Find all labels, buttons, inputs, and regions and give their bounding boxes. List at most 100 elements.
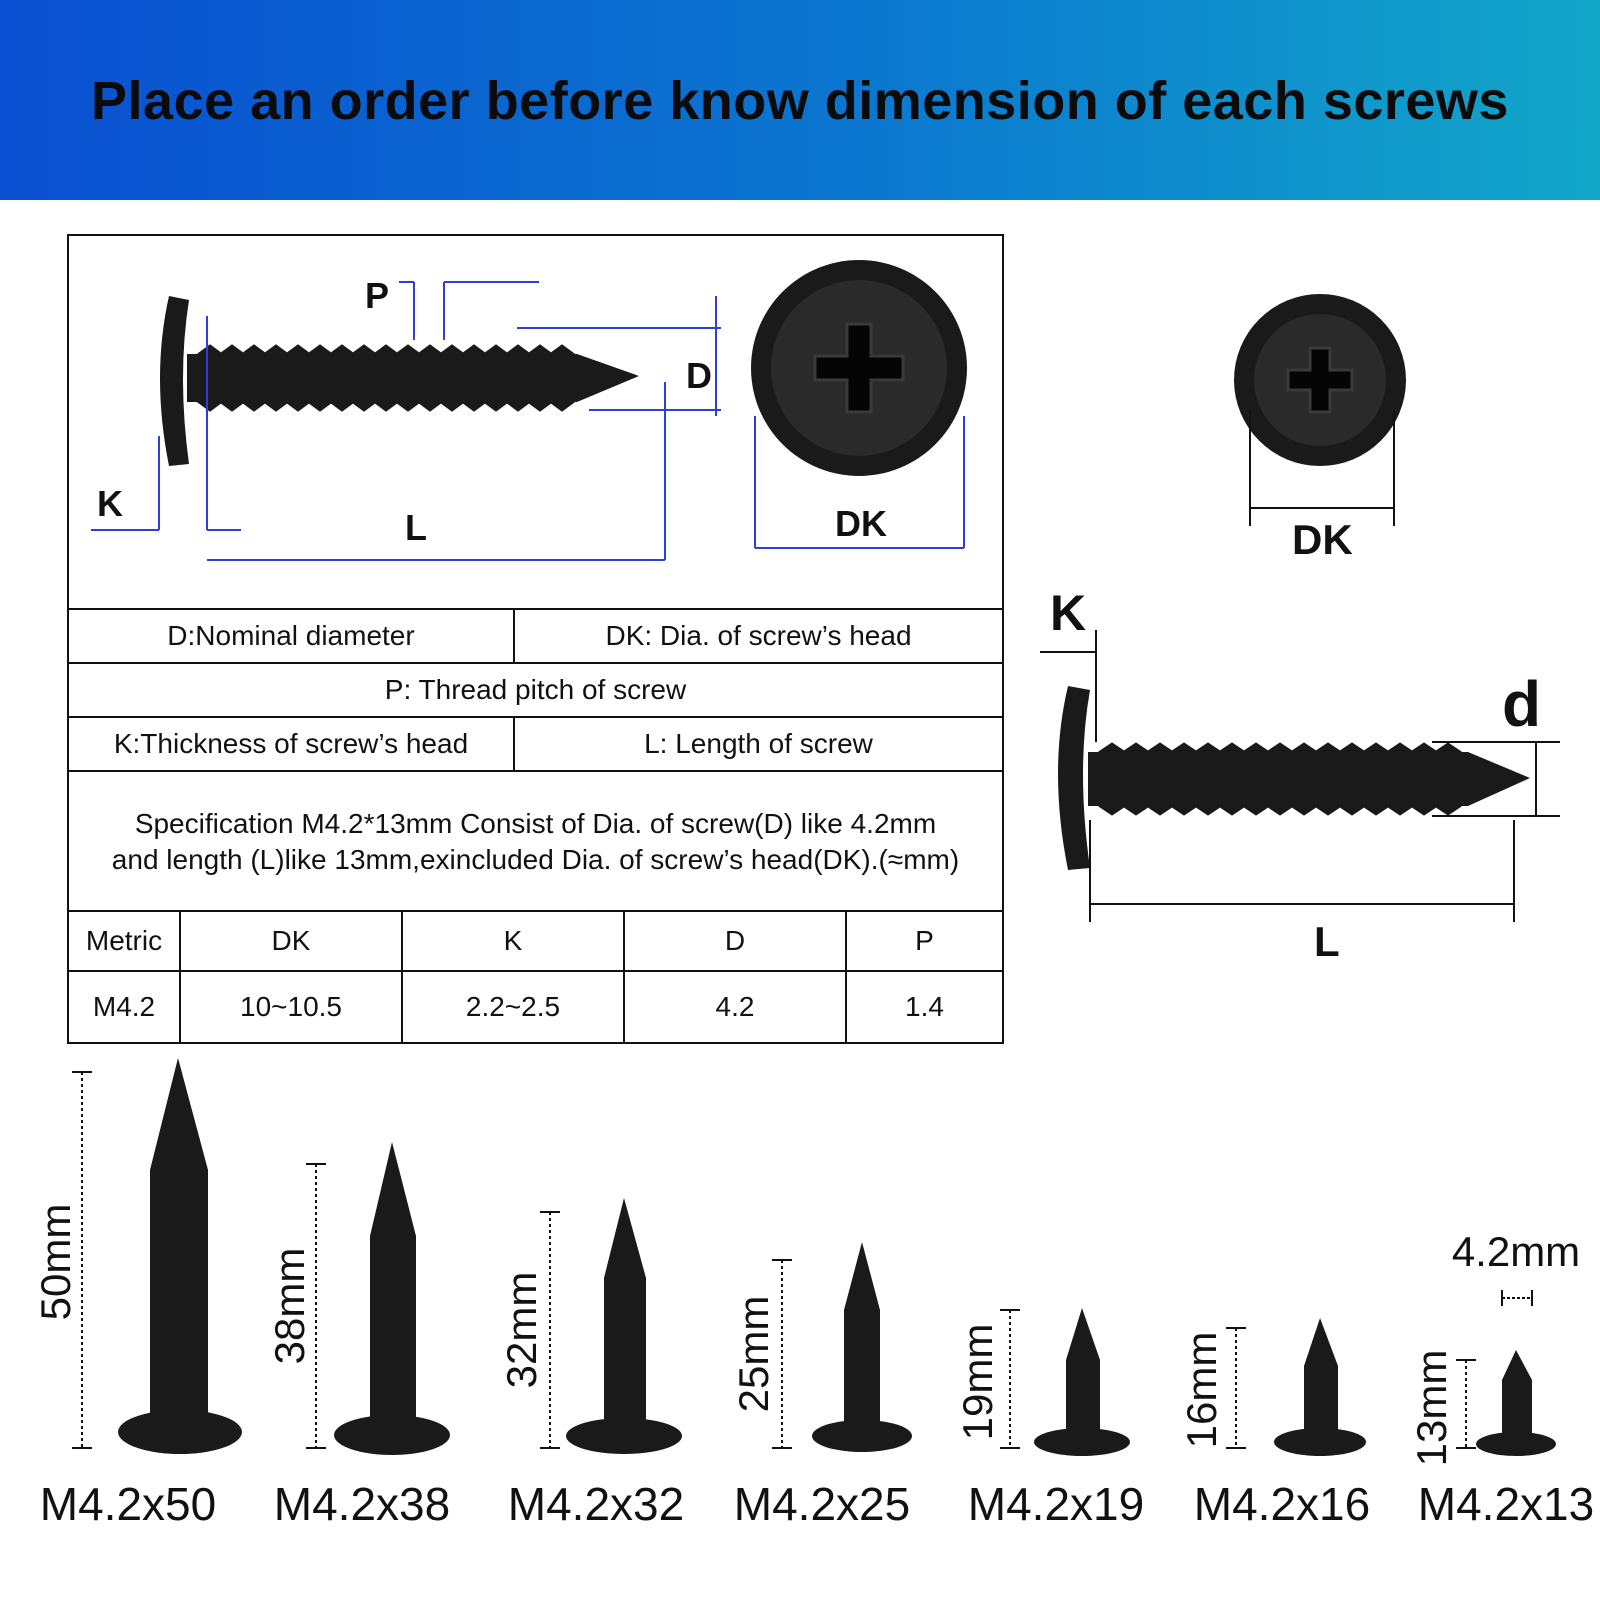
length-label-4: 25mm <box>730 1296 777 1413</box>
length-label-5: 19mm <box>954 1324 1001 1441</box>
screw-item-2: 38mm M4.2x38 <box>266 1142 450 1530</box>
diameter-label: 4.2mm <box>1452 1228 1580 1275</box>
definition-row-1: D:Nominal diameter DK: Dia. of screw’s h… <box>69 608 1002 662</box>
screw-body-5 <box>1066 1308 1100 1434</box>
table-cell-k: 2.2~2.5 <box>401 972 623 1042</box>
screw-body-3 <box>604 1198 646 1430</box>
table-cell-p: 1.4 <box>845 972 1002 1042</box>
thread-ridge <box>1242 742 1270 816</box>
screw-shank <box>187 354 577 402</box>
thread-ridge <box>1338 742 1366 816</box>
definition-l: L: Length of screw <box>513 718 1002 770</box>
thread-ridge <box>241 344 267 412</box>
thread-ridge <box>439 344 465 412</box>
label-p: P <box>365 275 389 316</box>
right-screw-tip <box>1468 752 1530 806</box>
thread-ridge <box>1098 742 1126 816</box>
table-data-row: M4.2 10~10.5 2.2~2.5 4.2 1.4 <box>69 970 1002 1042</box>
thread-ridge <box>307 344 333 412</box>
table-header-p: P <box>845 912 1002 970</box>
table-header-row: Metric DK K D P <box>69 910 1002 970</box>
thread-ridge <box>461 344 487 412</box>
table-cell-dk: 10~10.5 <box>179 972 401 1042</box>
length-label-1: 50mm <box>32 1204 79 1321</box>
right-label-d: d <box>1502 668 1541 740</box>
screw-body-1 <box>150 1058 208 1430</box>
thread-ridge <box>197 344 223 412</box>
top-banner: Place an order before know dimension of … <box>0 0 1600 200</box>
screw-item-5: 19mm M4.2x19 <box>954 1308 1144 1530</box>
thread-ridge <box>1194 742 1222 816</box>
definition-k: K:Thickness of screw’s head <box>113 728 469 759</box>
screw-body-2 <box>370 1142 416 1430</box>
label-k: K <box>97 483 123 524</box>
thread-ridge <box>527 344 553 412</box>
table-header-dk: DK <box>179 912 401 970</box>
table-cell-metric: M4.2 <box>92 991 156 1022</box>
screw-name-4: M4.2x25 <box>734 1478 910 1530</box>
screw-item-1: 50mm M4.2x50 <box>32 1058 242 1530</box>
note-line-1: Specification M4.2*13mm Consist of Dia. … <box>134 808 937 839</box>
spec-box: P D K L DK D:Nominal diameter DK: Dia. o… <box>67 234 1004 1044</box>
length-label-6: 16mm <box>1178 1332 1225 1449</box>
table-cell-d: 4.2 <box>623 972 845 1042</box>
thread-ridge <box>417 344 443 412</box>
thread-ridge <box>1314 742 1342 816</box>
side-view-svg: P D K L DK <box>91 260 967 561</box>
dimension-lines <box>91 281 965 561</box>
definition-row-2: P: Thread pitch of screw <box>69 662 1002 716</box>
definition-dk: DK: Dia. of screw’s head <box>513 610 1002 662</box>
thread-ridge <box>505 344 531 412</box>
thread-ridge <box>1410 742 1438 816</box>
screw-name-3: M4.2x32 <box>508 1478 684 1530</box>
screw-item-7: 4.2mm 13mm M4.2x13 <box>1408 1228 1594 1530</box>
thread-ridge <box>483 344 509 412</box>
thread-ridge <box>285 344 311 412</box>
screw-name-2: M4.2x38 <box>274 1478 450 1530</box>
right-screw-threads <box>1098 742 1462 816</box>
thread-ridge <box>549 344 575 412</box>
screw-item-4: 25mm M4.2x25 <box>730 1242 912 1530</box>
length-label-3: 32mm <box>498 1272 545 1389</box>
label-d: D <box>686 355 712 396</box>
thread-ridge <box>1290 742 1318 816</box>
thread-ridge <box>219 344 245 412</box>
screw-tip <box>577 354 639 402</box>
right-label-dk: DK <box>1292 516 1353 563</box>
thread-ridge <box>1266 742 1294 816</box>
right-phillips-cross-icon <box>1286 346 1354 414</box>
label-l: L <box>405 507 427 548</box>
definition-row-3: K:Thickness of screw’s head L: Length of… <box>69 716 1002 770</box>
thread-ridge <box>1386 742 1414 816</box>
definition-p: P: Thread pitch of screw <box>384 674 687 705</box>
length-label-7: 13mm <box>1408 1350 1455 1467</box>
thread-ridge <box>373 344 399 412</box>
screw-item-6: 16mm M4.2x16 <box>1178 1318 1370 1530</box>
thread-ridge <box>351 344 377 412</box>
screw-body-6 <box>1304 1318 1338 1434</box>
screw-name-7: M4.2x13 <box>1418 1478 1594 1530</box>
screw-name-6: M4.2x16 <box>1194 1478 1370 1530</box>
label-dk: DK <box>835 503 887 544</box>
right-label-k: K <box>1050 585 1086 641</box>
length-label-2: 38mm <box>266 1248 313 1365</box>
thread-ridge <box>395 344 421 412</box>
thread-ridge <box>1218 742 1246 816</box>
thread-ridge <box>1122 742 1150 816</box>
definition-d: D:Nominal diameter <box>167 620 415 651</box>
side-view-diagram: P D K L DK <box>69 236 1002 608</box>
right-diagram: DK K d L <box>1040 294 1560 965</box>
thread-ridge <box>1146 742 1174 816</box>
thread-ridge <box>1362 742 1390 816</box>
screw-body-4 <box>844 1242 880 1430</box>
table-header-k: K <box>401 912 623 970</box>
table-header-d: D <box>623 912 845 970</box>
screw-name-5: M4.2x19 <box>968 1478 1144 1530</box>
specification-note: Specification M4.2*13mm Consist of Dia. … <box>69 770 1002 910</box>
table-header-metric: Metric <box>85 925 163 956</box>
thread-ridge <box>263 344 289 412</box>
note-line-2: and length (L)like 13mm,exincluded Dia. … <box>111 844 960 875</box>
screw-body-7 <box>1502 1350 1532 1436</box>
screw-lineup: 50mm M4.2x50 38mm M4.2x38 32mm M4.2x32 2… <box>32 1058 1594 1530</box>
thread-ridge <box>329 344 355 412</box>
